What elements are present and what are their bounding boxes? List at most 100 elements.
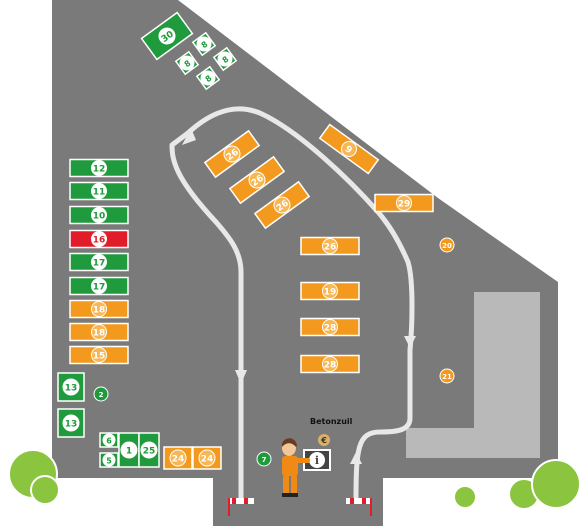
stall-s17b-badge — [91, 278, 107, 294]
stall-s9: 9 — [318, 123, 380, 175]
stall-s15: 15 — [69, 345, 129, 365]
road-arrow-head-down — [235, 370, 247, 384]
stall-s8a: 8 — [191, 31, 217, 57]
euro-icon — [318, 434, 330, 446]
stall-s24b: 24 — [192, 446, 222, 470]
stall-s29-badge — [396, 195, 412, 211]
stall-s1-number: 1 — [126, 447, 132, 457]
stall-s8c-badge — [179, 55, 195, 71]
stall-s5: 5 — [99, 452, 119, 468]
stall-s25-number: 25 — [143, 447, 156, 457]
stall-s28a-badge — [322, 319, 338, 335]
stall-s13a-number: 13 — [65, 384, 78, 394]
road-lines — [169, 106, 415, 503]
stall-s8d-badge — [200, 70, 216, 86]
stall-s6-badge — [102, 433, 116, 447]
stall-s9-badge — [341, 141, 357, 157]
stall-s1: 1 — [118, 432, 140, 468]
marker-m21-number: 21 — [442, 373, 452, 381]
stall-s11: 11 — [69, 181, 129, 201]
stall-s16-number: 16 — [93, 236, 106, 246]
stall-s26d: 26 — [300, 236, 360, 256]
stall-s24a: 24 — [163, 446, 193, 470]
stall-s8c: 8 — [174, 50, 200, 76]
marker-m7 — [256, 451, 272, 467]
stall-s18a-badge — [91, 301, 107, 317]
marker-m20 — [439, 237, 455, 253]
stall-s28a-number: 28 — [324, 324, 337, 334]
stall-s8c-number: 8 — [183, 58, 193, 69]
entrance-gate — [228, 498, 254, 516]
stall-s19-number: 19 — [324, 288, 337, 298]
marker-m2 — [93, 386, 109, 402]
stall-s26c-badge — [273, 196, 291, 214]
stall-s28b: 28 — [300, 354, 360, 374]
stall-s8b: 8 — [212, 46, 238, 72]
stall-s12-number: 12 — [93, 165, 106, 175]
stall-s5-badge — [102, 453, 116, 467]
stall-s8a-number: 8 — [200, 39, 210, 50]
stall-s17a-badge — [91, 254, 107, 270]
stall-s13a: 13 — [57, 372, 85, 402]
info-symbol: i — [315, 454, 319, 467]
stall-s19-badge — [322, 283, 338, 299]
stall-s30-badge — [158, 27, 176, 45]
building — [406, 292, 540, 458]
stall-s16-badge — [91, 231, 107, 247]
stall-s8a-badge — [196, 36, 212, 52]
stall-s26c: 26 — [253, 180, 311, 230]
stall-s8d-number: 8 — [204, 73, 214, 84]
entrance-gate — [346, 498, 372, 516]
stall-s24a-badge — [169, 449, 187, 467]
stall-s17a-number: 17 — [93, 259, 106, 269]
stall-s18b-number: 18 — [93, 329, 106, 339]
stall-s16: 16 — [69, 229, 129, 249]
stall-s11-badge — [91, 183, 107, 199]
stall-s19: 19 — [300, 281, 360, 301]
tree — [453, 485, 477, 509]
stall-s17b-number: 17 — [93, 283, 106, 293]
stall-s24b-badge — [198, 449, 216, 467]
stall-s8b-badge — [217, 51, 233, 67]
stall-s8b-number: 8 — [221, 54, 231, 65]
stall-s10-badge — [91, 207, 107, 223]
stall-s28a: 28 — [300, 317, 360, 337]
stall-s29-number: 29 — [398, 200, 411, 210]
stall-s13b-badge — [62, 414, 80, 432]
info-point: Betonzuil € i — [303, 417, 353, 471]
stall-s18b-badge — [91, 324, 107, 340]
stall-s29: 29 — [374, 193, 434, 213]
stall-s28b-badge — [322, 356, 338, 372]
road-arrow-head-up — [182, 128, 196, 145]
stall-s13b: 13 — [57, 408, 85, 438]
stall-s26a: 26 — [203, 129, 261, 179]
stall-s12-badge — [91, 160, 107, 176]
stall-s26d-badge — [322, 238, 338, 254]
stall-s25-badge — [140, 441, 158, 459]
person-figure — [282, 438, 310, 497]
stall-s17a: 17 — [69, 252, 129, 272]
stall-s13b-number: 13 — [65, 420, 78, 430]
road-arrow-head-right — [404, 336, 416, 348]
stall-s15-number: 15 — [93, 352, 106, 362]
marker-m2-number: 2 — [99, 391, 104, 399]
stall-s24a-number: 24 — [172, 455, 185, 465]
stall-s10: 10 — [69, 205, 129, 225]
stall-s6: 6 — [99, 432, 119, 448]
stall-s1-badge — [120, 441, 138, 459]
stall-s11-number: 11 — [93, 188, 106, 198]
stall-s25: 25 — [138, 432, 160, 468]
stall-s8d: 8 — [195, 65, 221, 91]
info-icon — [309, 452, 325, 468]
tree — [30, 475, 60, 505]
stall-s26b: 26 — [228, 155, 286, 205]
stall-s18a: 18 — [69, 299, 129, 319]
stall-s26b-badge — [248, 171, 266, 189]
stall-s15-badge — [91, 347, 107, 363]
stall-s10-number: 10 — [93, 212, 106, 222]
marker-m20-number: 20 — [442, 242, 452, 250]
stall-s26d-number: 26 — [324, 243, 337, 253]
marker-m21 — [439, 368, 455, 384]
stall-s26a-badge — [223, 145, 241, 163]
